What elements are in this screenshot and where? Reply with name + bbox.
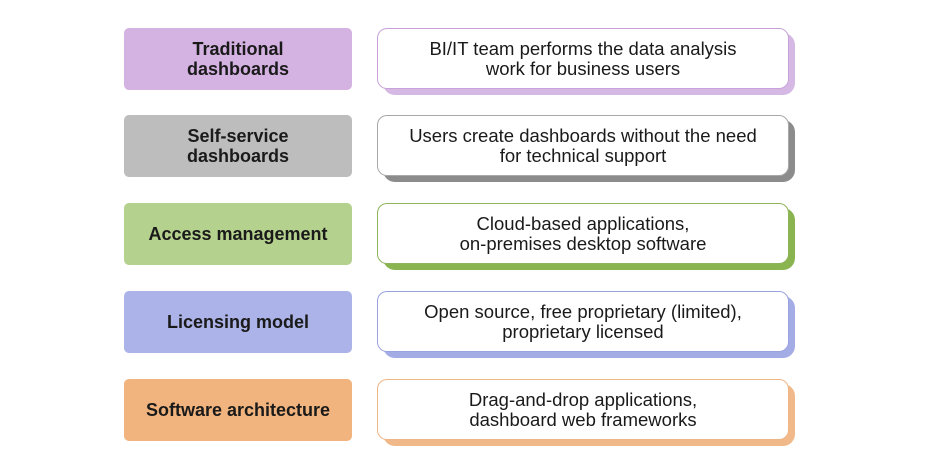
category-box: Self-service dashboards xyxy=(124,115,352,177)
description-text: Open source, free proprietary (limited),… xyxy=(424,300,742,342)
description-text: Drag-and-drop applications, dashboard we… xyxy=(468,388,698,430)
category-box: Access management xyxy=(124,203,352,265)
category-label: Access management xyxy=(148,224,328,244)
description-box: Cloud-based applications, on-premises de… xyxy=(377,203,789,264)
category-label: Self-service dashboards xyxy=(186,126,290,166)
category-box: Licensing model xyxy=(124,291,352,353)
category-box: Traditional dashboards xyxy=(124,28,352,90)
description-box: Drag-and-drop applications, dashboard we… xyxy=(377,379,789,440)
description-box: BI/IT team performs the data analysis wo… xyxy=(377,28,789,89)
description-box: Users create dashboards without the need… xyxy=(377,115,789,176)
description-text: Users create dashboards without the need… xyxy=(409,124,757,166)
category-label: Software architecture xyxy=(145,400,331,420)
row-traditional-dashboards: Traditional dashboards BI/IT team perfor… xyxy=(0,28,930,95)
description-text: BI/IT team performs the data analysis wo… xyxy=(429,37,737,79)
category-box: Software architecture xyxy=(124,379,352,441)
row-licensing-model: Licensing model Open source, free propri… xyxy=(0,291,930,358)
row-self-service-dashboards: Self-service dashboards Users create das… xyxy=(0,115,930,182)
description-box: Open source, free proprietary (limited),… xyxy=(377,291,789,352)
row-software-architecture: Software architecture Drag-and-drop appl… xyxy=(0,379,930,446)
category-label: Traditional dashboards xyxy=(186,39,290,79)
category-label: Licensing model xyxy=(166,312,310,332)
description-text: Cloud-based applications, on-premises de… xyxy=(459,212,707,254)
row-access-management: Access management Cloud-based applicatio… xyxy=(0,203,930,270)
